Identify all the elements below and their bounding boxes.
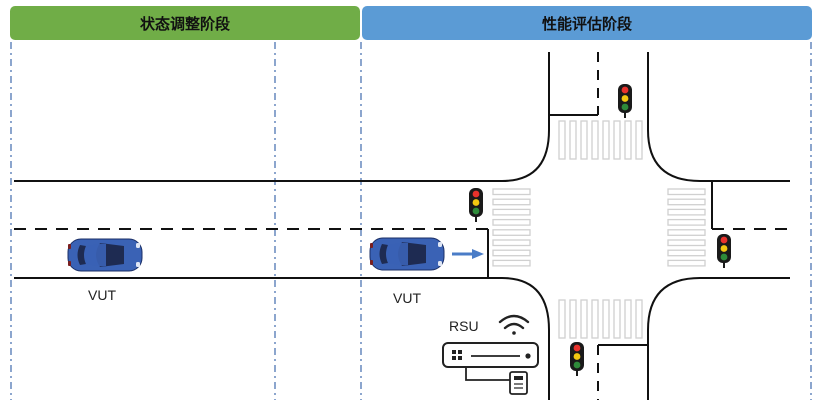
- crosswalk-south-stripe: [602, 299, 610, 339]
- crosswalk-north-stripe: [602, 120, 610, 160]
- crosswalk-west-stripe: [492, 229, 531, 236]
- traffic-light-north: [618, 84, 632, 118]
- corner-top-left: [501, 129, 550, 182]
- vehicles: [67, 237, 445, 272]
- wifi-signal-icon: [498, 314, 530, 335]
- traffic-light-west: [469, 188, 483, 222]
- rsu-unit-icon: [509, 371, 528, 395]
- crosswalk-east-stripe: [667, 188, 706, 196]
- crosswalks: [492, 120, 706, 339]
- crosswalk-east-stripe: [667, 208, 706, 216]
- phase-header-performance-evaluation: 性能评估阶段: [362, 6, 812, 40]
- crosswalk-east-stripe: [667, 259, 706, 267]
- crosswalk-north-stripe: [558, 120, 566, 160]
- rsu-cable: [465, 367, 510, 381]
- crosswalk-south-stripe: [558, 299, 566, 339]
- traffic-light-east: [717, 234, 731, 268]
- vehicle-left: [67, 238, 143, 272]
- crosswalk-north-stripe: [613, 120, 621, 160]
- crosswalk-north-stripe: [569, 120, 577, 160]
- crosswalk-west-stripe: [492, 218, 531, 226]
- crosswalk-north-stripe: [624, 120, 632, 160]
- crosswalk-west-stripe: [492, 198, 531, 206]
- direction-arrow-icon: [452, 249, 484, 259]
- crosswalk-north-stripe: [580, 120, 588, 160]
- phase-label-state-adjustment: 状态调整阶段: [139, 14, 230, 33]
- crosswalk-east-stripe: [667, 218, 706, 226]
- corner-bottom-left: [501, 277, 550, 331]
- phase-header-state-adjustment: 状态调整阶段: [10, 6, 360, 40]
- crosswalk-west-stripe: [492, 208, 531, 216]
- traffic-signals: [469, 84, 731, 376]
- crosswalk-east-stripe: [667, 229, 706, 236]
- rsu-box: [442, 342, 539, 368]
- crosswalk-south-stripe: [569, 299, 577, 339]
- crosswalk-south-stripe: [635, 299, 643, 339]
- crosswalk-west-stripe: [492, 249, 531, 257]
- rsu-grid-icon: [452, 350, 462, 360]
- crosswalk-north-stripe: [635, 120, 643, 160]
- crosswalk-east-stripe: [667, 239, 706, 247]
- crosswalk-north-stripe: [591, 120, 599, 160]
- crosswalk-west-stripe: [492, 188, 531, 196]
- vehicle-label-left: VUT: [88, 287, 116, 303]
- rsu-label: RSU: [449, 318, 479, 334]
- phase-label-performance-evaluation: 性能评估阶段: [541, 14, 632, 33]
- rsu-device: [442, 314, 539, 395]
- corner-bottom-right: [647, 277, 701, 331]
- crosswalk-south-stripe: [613, 299, 621, 339]
- crosswalk-south-stripe: [624, 299, 632, 339]
- road-edges: [14, 52, 790, 400]
- crosswalk-east-stripe: [667, 198, 706, 206]
- crosswalk-south-stripe: [591, 299, 599, 339]
- rsu-led: [525, 353, 531, 359]
- traffic-light-south: [570, 342, 584, 376]
- crosswalk-west-stripe: [492, 239, 531, 247]
- crosswalk-south-stripe: [580, 299, 588, 339]
- crosswalk-east-stripe: [667, 249, 706, 257]
- crosswalk-west-stripe: [492, 259, 531, 267]
- lane-markings: [14, 52, 790, 400]
- vehicle-right: [369, 237, 445, 271]
- vehicle-label-right: VUT: [393, 290, 421, 306]
- corner-top-right: [647, 129, 701, 182]
